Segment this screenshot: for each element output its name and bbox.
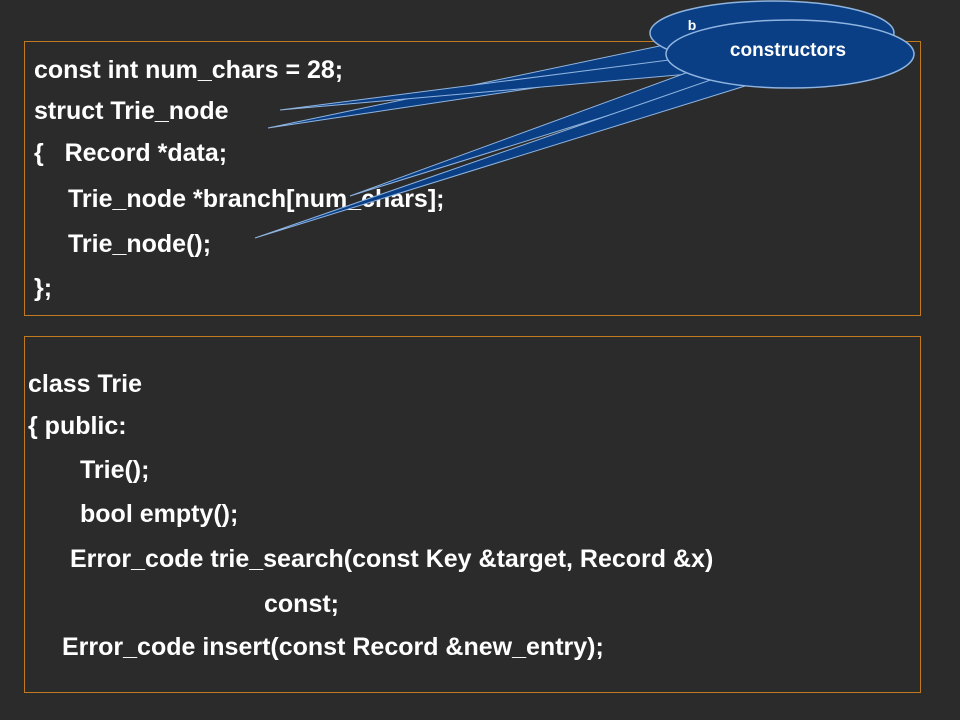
- struct-code-line-6: };: [34, 274, 53, 302]
- class-code-line-7: Error_code insert(const Record &new_entr…: [62, 633, 604, 661]
- class-code-line-6: const;: [264, 590, 339, 618]
- struct-code-line-5: Trie_node();: [68, 230, 212, 258]
- class-code-line-2: { public:: [28, 412, 127, 440]
- class-code-line-1: class Trie: [28, 370, 142, 398]
- class-code-line-5: Error_code trie_search(const Key &target…: [70, 545, 714, 573]
- callout-back-label: b: [687, 17, 697, 33]
- struct-code-line-4: Trie_node *branch[num_chars];: [68, 185, 445, 213]
- class-code-line-4: bool empty();: [80, 500, 239, 528]
- struct-code-line-2: struct Trie_node: [34, 97, 229, 125]
- callout-front-label: constructors: [729, 40, 847, 61]
- class-code-box: [24, 336, 921, 693]
- struct-code-line-3: { Record *data;: [34, 139, 228, 167]
- struct-code-line-1: const int num_chars = 28;: [34, 56, 344, 84]
- class-code-line-3: Trie();: [80, 456, 150, 484]
